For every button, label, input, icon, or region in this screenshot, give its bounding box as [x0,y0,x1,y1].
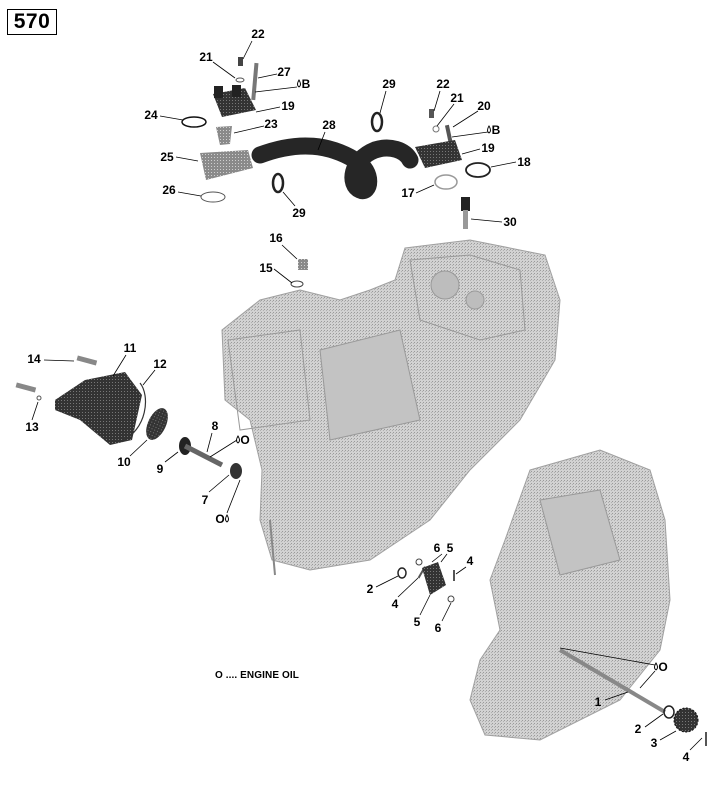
callout-27: 27 [277,65,291,79]
drop-icon [297,79,301,88]
coolant-hose [251,111,419,200]
callout-10: 10 [117,455,131,469]
callout-11: 11 [123,341,137,355]
callout-22: 22 [251,27,265,41]
callout-21: 21 [450,91,464,105]
crankcase-lower [469,449,671,741]
callout-1: 1 [594,695,602,709]
callout-4: 4 [682,750,690,764]
callout-5: 5 [413,615,421,629]
callout-29: 29 [292,206,306,220]
legend-engine-oil: O .... ENGINE OIL [215,670,299,681]
callout-28: 28 [322,118,336,132]
callout-7: 7 [201,493,209,507]
callout-30: 30 [503,215,517,229]
callout-6: 6 [433,541,441,555]
callout-o: O [240,433,250,447]
callout-5: 5 [446,541,454,555]
callout-14: 14 [27,352,41,366]
callout-15: 15 [259,261,273,275]
callout-4: 4 [466,554,474,568]
callout-8: 8 [211,419,219,433]
callout-b: B [301,77,311,91]
callout-b: B [491,123,501,137]
callout-29: 29 [382,77,396,91]
callout-3: 3 [650,736,658,750]
callout-9: 9 [156,462,164,476]
callout-6: 6 [434,621,442,635]
drop-icon [225,514,229,523]
callout-16: 16 [269,231,283,245]
callout-25: 25 [160,150,174,164]
callout-19: 19 [481,141,495,155]
oil-pump-gears [397,558,455,603]
outlet-fitting-right [415,109,491,229]
page-number-badge: 570 [7,9,57,35]
callout-4: 4 [391,597,399,611]
callout-19: 19 [281,99,295,113]
callout-13: 13 [25,420,39,434]
callout-2: 2 [366,582,374,596]
drop-icon [654,662,658,671]
callout-2: 2 [634,722,642,736]
callout-18: 18 [517,155,531,169]
leader-lines [31,40,703,751]
callout-23: 23 [264,117,278,131]
callout-17: 17 [401,186,415,200]
callout-12: 12 [153,357,167,371]
callout-o: O [215,512,225,526]
lubricant-drop-icons [225,79,658,671]
thermostat-housing-left [181,57,259,203]
callout-24: 24 [144,108,158,122]
drop-icon [236,435,240,444]
callout-21: 21 [199,50,213,64]
engine-block [221,239,561,576]
water-pump-assembly [15,355,242,479]
callout-26: 26 [162,183,176,197]
callout-22: 22 [436,77,450,91]
callout-o: O [658,660,668,674]
oil-pump-shaft [663,705,707,746]
drain-plug [290,259,308,288]
callout-20: 20 [477,99,491,113]
drop-icon [487,125,491,134]
